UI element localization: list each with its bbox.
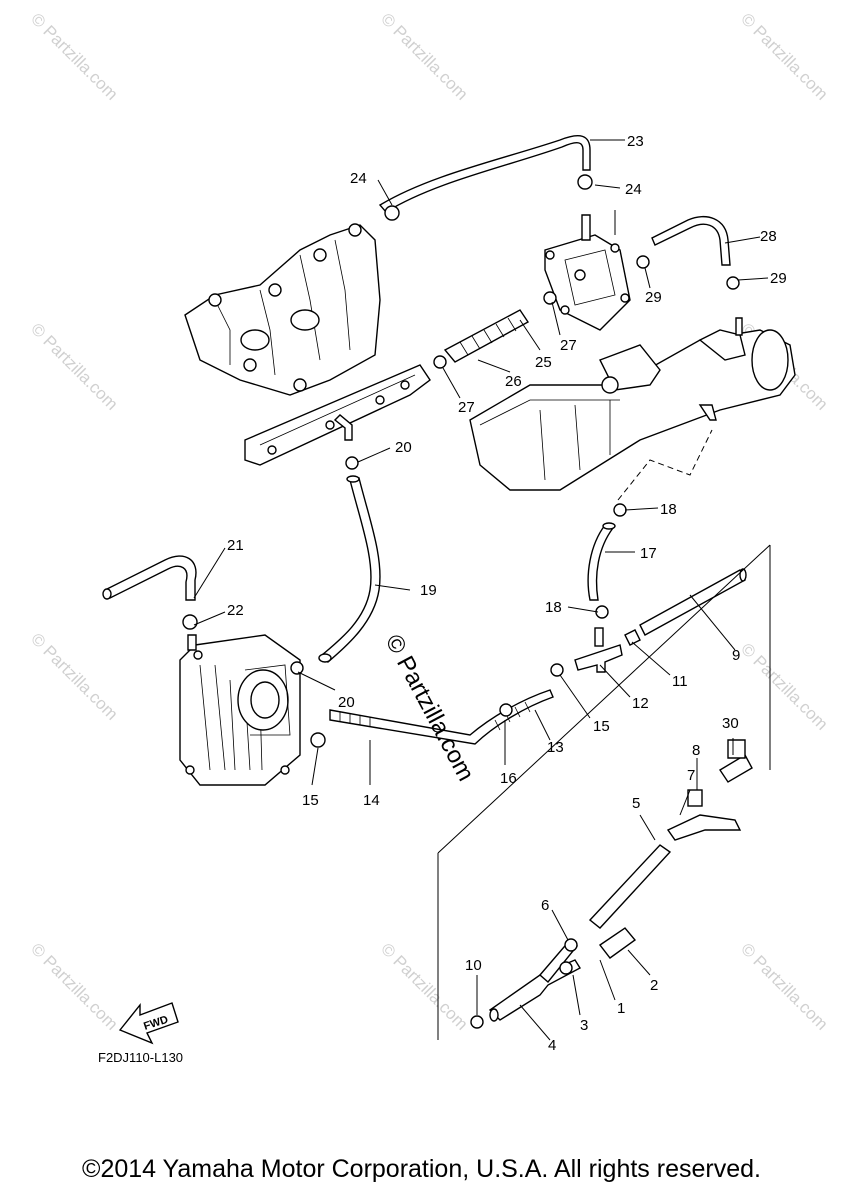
callout-19: 19 (420, 582, 437, 599)
callout-27b: 27 (458, 399, 475, 416)
callout-2: 2 (650, 977, 658, 994)
callout-12: 12 (632, 695, 649, 712)
callout-29b: 29 (645, 289, 662, 306)
callout-26: 26 (505, 373, 522, 390)
callout-16: 16 (500, 770, 517, 787)
watermark-center: © Partzilla.com (380, 630, 480, 785)
callout-20: 20 (395, 439, 412, 456)
callout-1: 1 (617, 1000, 625, 1017)
fwd-arrow-icon: FWD (118, 1002, 179, 1045)
hoses (102, 134, 747, 1022)
watermark-tile: © Partzilla.com (737, 9, 831, 103)
watermark-tile: © Partzilla.com (737, 639, 831, 733)
exhaust-cover-plate (544, 214, 631, 331)
watermark-tile: © Partzilla.com (27, 629, 121, 723)
callout-6: 6 (541, 897, 549, 914)
callout-20b: 20 (338, 694, 355, 711)
callout-11: 11 (672, 673, 688, 690)
watermark-tile: © Partzilla.com (27, 939, 121, 1033)
watermark-tile: © Partzilla.com (377, 9, 471, 103)
callout-22: 22 (227, 602, 244, 619)
leader-lines (193, 139, 769, 1041)
exhaust-manifold (184, 223, 381, 396)
cooling-housing (179, 634, 301, 786)
water-jacket-rail (244, 364, 431, 466)
callout-28: 28 (760, 228, 777, 245)
callout-labels: 1 2 3 4 5 6 7 8 9 10 11 12 13 14 15 15 1… (227, 133, 787, 1054)
drawing-code: F2DJ110-L130 (98, 1050, 183, 1065)
callout-5: 5 (632, 795, 640, 812)
callout-9: 9 (732, 647, 740, 664)
callout-13: 13 (547, 739, 564, 756)
callout-30: 30 (722, 715, 739, 732)
watermark-tile: © Partzilla.com (27, 319, 121, 413)
copyright-text: ©2014 Yamaha Motor Corporation, U.S.A. A… (82, 1155, 761, 1183)
small-fittings (182, 174, 753, 1029)
watermark-tile: © Partzilla.com (377, 939, 471, 1033)
callout-27: 27 (560, 337, 577, 354)
callout-3: 3 (580, 1017, 588, 1034)
callout-23: 23 (627, 133, 644, 150)
callout-7: 7 (687, 767, 695, 784)
watermark-tiles: © Partzilla.com © Partzilla.com © Partzi… (27, 9, 831, 1033)
callout-24: 24 (350, 170, 367, 187)
callout-25: 25 (535, 354, 552, 371)
callout-18b: 18 (545, 599, 562, 616)
callout-21: 21 (227, 537, 244, 554)
watermark-tile: © Partzilla.com (27, 9, 121, 103)
callout-29: 29 (770, 270, 787, 287)
reference-lines (437, 210, 771, 1040)
callout-18: 18 (660, 501, 677, 518)
callout-14: 14 (363, 792, 380, 809)
callout-17: 17 (640, 545, 657, 562)
callout-8: 8 (692, 742, 700, 759)
watermark-tile: © Partzilla.com (737, 939, 831, 1033)
callout-24b: 24 (625, 181, 642, 198)
exhaust-muffler (469, 317, 796, 491)
callout-4: 4 (548, 1037, 556, 1054)
callout-10: 10 (465, 957, 482, 974)
callout-15: 15 (593, 718, 610, 735)
callout-15b: 15 (302, 792, 319, 809)
